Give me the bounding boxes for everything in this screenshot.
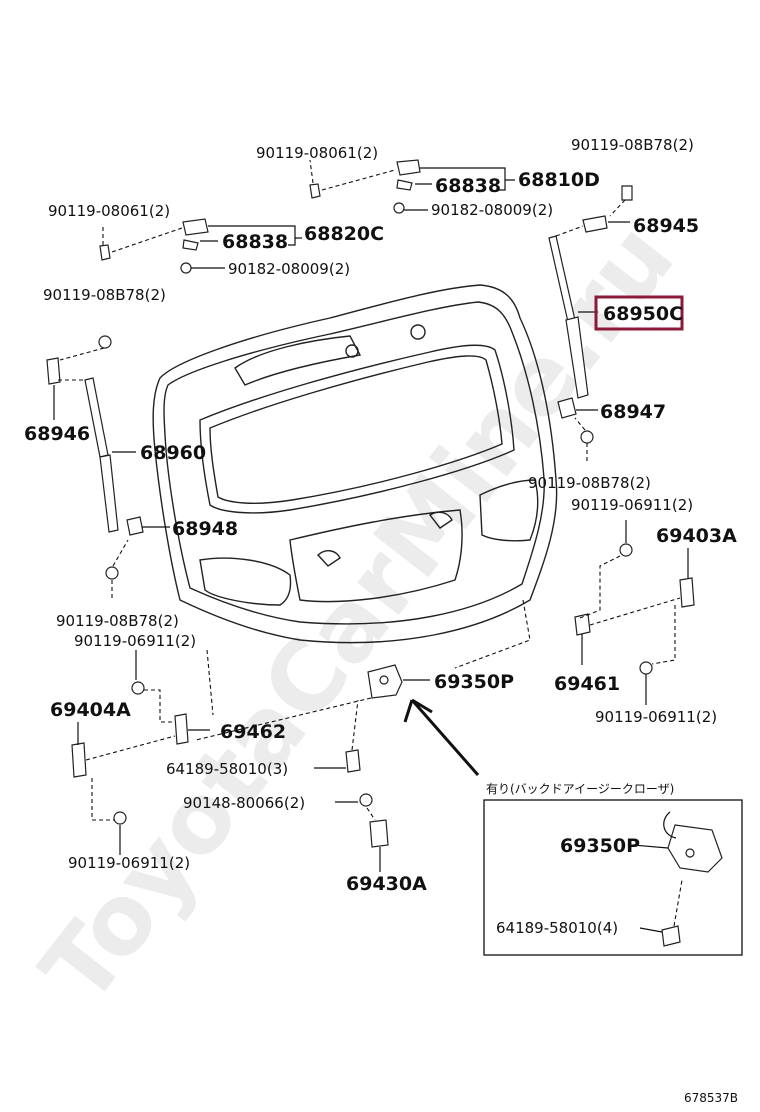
label-68838-b: 68838 (222, 231, 288, 253)
label-68946: 68946 (24, 423, 90, 445)
label-90119-06911-d: 90119-06911(2) (68, 854, 190, 872)
back-door-panel (152, 284, 558, 644)
label-69350P-inset: 69350P (560, 835, 640, 857)
label-90119-06911-b: 90119-06911(2) (74, 632, 196, 650)
label-69403A: 69403A (656, 525, 737, 547)
label-68820C: 68820C (304, 223, 384, 245)
label-69461: 69461 (554, 673, 620, 695)
label-90119-08B78-c: 90119-08B78(2) (528, 474, 651, 492)
inset-caption: 有り(バックドアイージークローザ) (486, 782, 674, 796)
label-90119-08061-b: 90119-08061(2) (48, 202, 170, 220)
label-64189-58010-4: 64189-58010(4) (496, 919, 618, 937)
label-90119-06911-a: 90119-06911(2) (571, 496, 693, 514)
label-64189-58010-3: 64189-58010(3) (166, 760, 288, 778)
label-90148-80066: 90148-80066(2) (183, 794, 305, 812)
label-90119-06911-c: 90119-06911(2) (595, 708, 717, 726)
label-68838-a: 68838 (435, 175, 501, 197)
hinge-68820C (99, 218, 209, 274)
highlight-box-68950C (594, 295, 684, 331)
striker-69403A (574, 543, 695, 675)
label-69430A: 69430A (346, 873, 427, 895)
label-90182-08009-b: 90182-08009(2) (228, 260, 350, 278)
label-90119-08061-a: 90119-08061(2) (256, 144, 378, 162)
lock-69350P (345, 664, 403, 773)
label-68950C: 68950C (603, 303, 683, 325)
label-90182-08009-a: 90182-08009(2) (431, 201, 553, 219)
label-68945: 68945 (633, 215, 699, 237)
strut-68960 (46, 335, 144, 580)
label-69350P: 69350P (434, 671, 514, 693)
lock-69430A (359, 793, 389, 848)
hinge-68810D (309, 159, 421, 214)
label-68810D: 68810D (518, 169, 600, 191)
strut-68950C (548, 185, 633, 444)
figure-code: 678537B (684, 1091, 738, 1105)
lock-69404A (71, 681, 189, 825)
label-68947: 68947 (600, 401, 666, 423)
label-68948: 68948 (172, 518, 238, 540)
label-68960: 68960 (140, 442, 206, 464)
label-90119-08B78-d: 90119-08B78(2) (56, 612, 179, 630)
label-69462: 69462 (220, 721, 286, 743)
label-90119-08B78-b: 90119-08B78(2) (43, 286, 166, 304)
label-69404A: 69404A (50, 699, 131, 721)
label-90119-08B78-a: 90119-08B78(2) (571, 136, 694, 154)
inset-box (483, 799, 743, 956)
part-labels: 90119-08061(2) 68810D 68838 90182-08009(… (24, 136, 738, 1105)
